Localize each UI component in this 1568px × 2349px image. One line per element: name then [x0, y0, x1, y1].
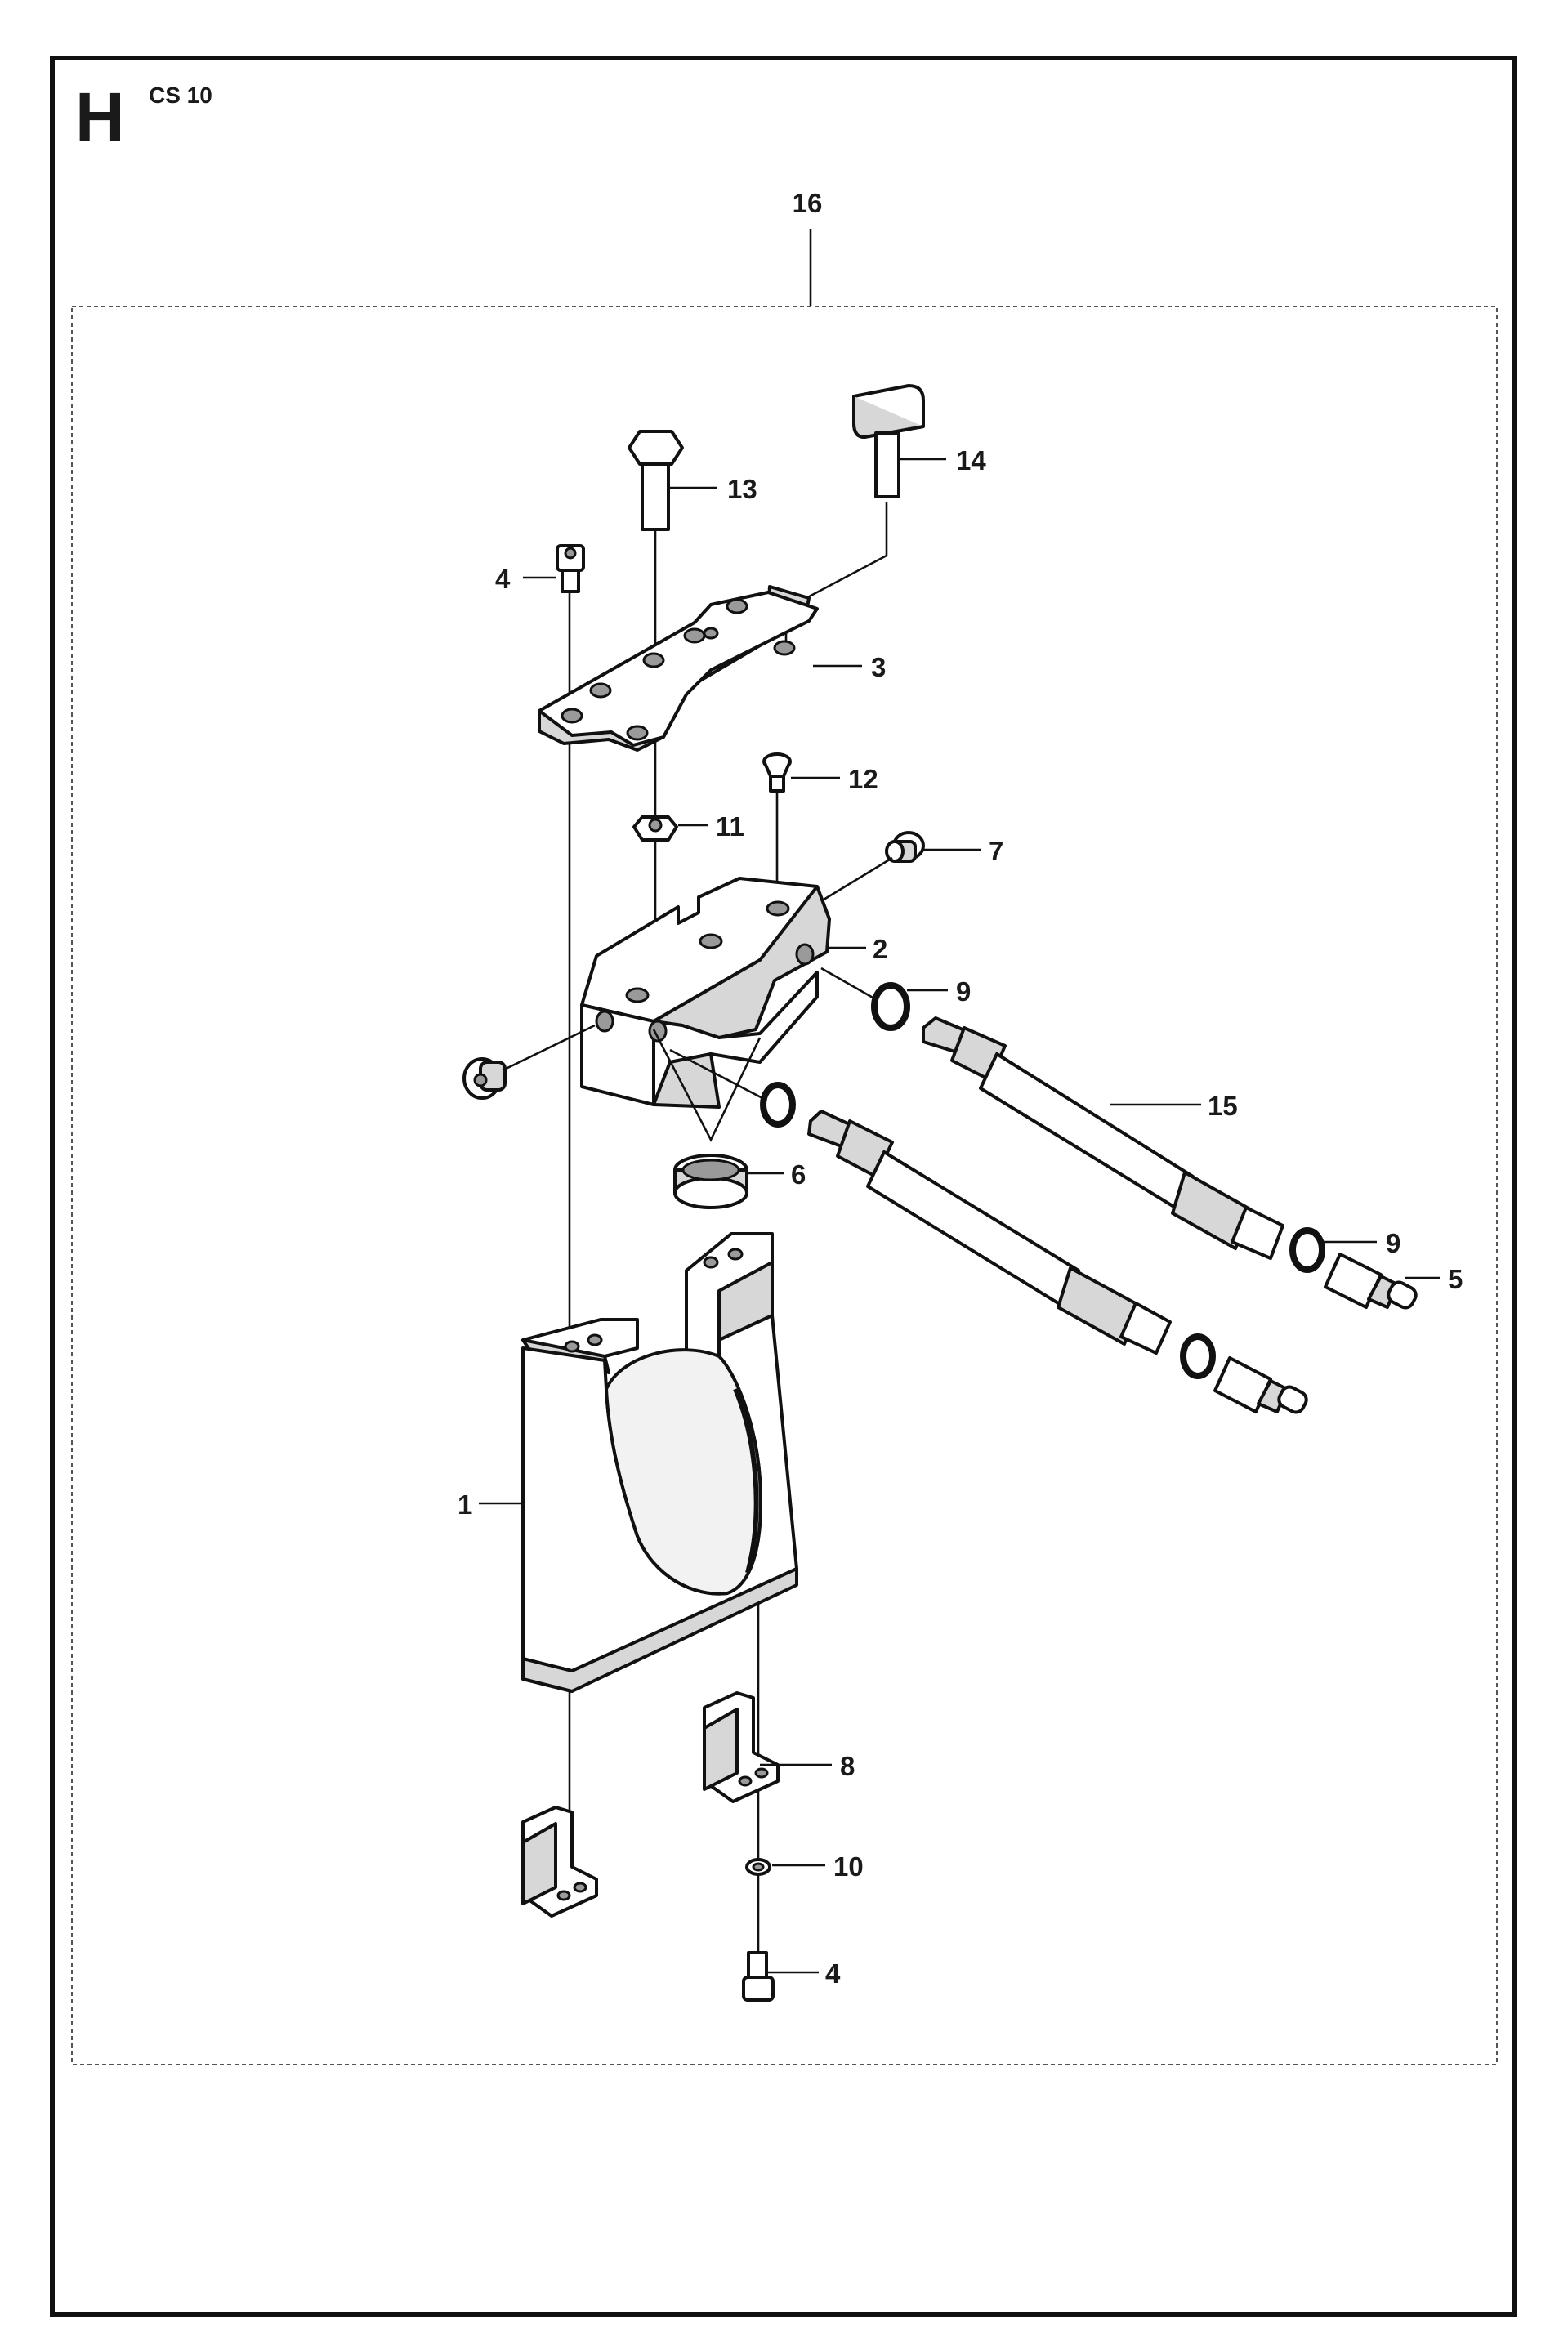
socket-screw-part-4-bottom: [742, 1951, 775, 2002]
washer-part-10: [745, 1858, 771, 1876]
model-label: CS 10: [149, 83, 212, 108]
bracket-part-1: [521, 1232, 798, 1693]
leader-oring-upper: [820, 967, 875, 1000]
callout-1: 1: [458, 1489, 472, 1520]
callout-9-lower: 9: [1386, 1228, 1400, 1258]
o-ring-part-9-right-upper: [1289, 1227, 1325, 1273]
flat-screw-part-12: [762, 752, 792, 793]
coupling-part-5-upper: [1324, 1253, 1418, 1310]
ring-part-6: [673, 1154, 748, 1209]
callout-4-top: 4: [495, 564, 511, 594]
o-ring-part-9-upper: [871, 982, 910, 1031]
callout-8: 8: [840, 1751, 855, 1781]
hose-part-15-upper: [922, 1016, 1284, 1260]
top-plate-part-3: [538, 585, 819, 752]
o-ring-part-9-lower: [760, 1082, 796, 1128]
assembly-boundary: [71, 306, 1498, 2065]
callout-11: 11: [716, 811, 744, 842]
hose-part-15-lower: [807, 1110, 1172, 1355]
callout-13: 13: [727, 474, 757, 504]
callout-16: 16: [793, 188, 823, 218]
o-ring-part-9-right-lower: [1180, 1333, 1216, 1379]
nut-part-11: [632, 815, 678, 842]
hex-bolt-part-13: [628, 430, 684, 531]
callout-10: 10: [833, 1851, 864, 1882]
callout-5: 5: [1448, 1264, 1463, 1294]
callout-12: 12: [848, 764, 878, 794]
callout-7: 7: [989, 836, 1003, 866]
clamp-block-part-2: [580, 877, 831, 1109]
callout-3: 3: [871, 652, 886, 682]
leader-ring: [652, 1029, 762, 1142]
leader-plug-left: [502, 1024, 596, 1072]
callout-14: 14: [956, 445, 986, 476]
leader-oring-lower: [669, 1048, 765, 1101]
socket-screw-part-4-top: [556, 544, 585, 593]
t-handle-part-14: [852, 384, 925, 498]
callout-2: 2: [873, 934, 887, 964]
foot-bracket-part-8: [703, 1691, 780, 1803]
callout-4-bottom: 4: [825, 1958, 841, 1989]
callout-9-upper: 9: [956, 976, 971, 1007]
coupling-part-5-lower: [1213, 1356, 1308, 1414]
callout-15: 15: [1208, 1091, 1238, 1121]
page-frame: [50, 56, 1517, 2317]
foot-bracket-left: [521, 1806, 598, 1918]
plug-part-7: [885, 831, 925, 863]
section-letter: H: [75, 78, 125, 155]
callout-6: 6: [791, 1159, 806, 1190]
plug-left: [462, 1057, 507, 1100]
